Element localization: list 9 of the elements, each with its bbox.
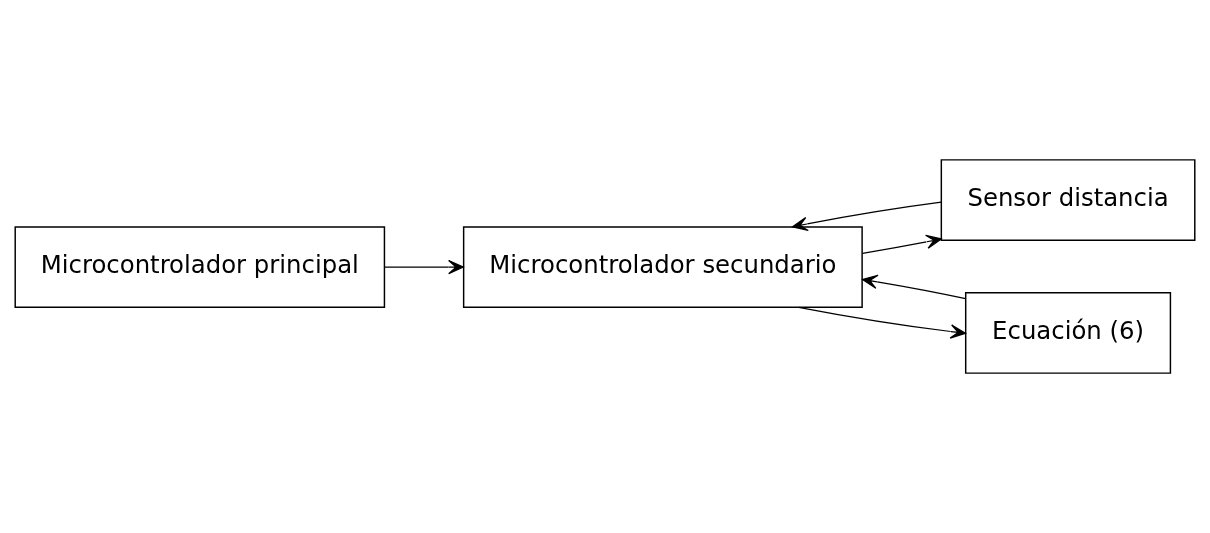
arrow <box>384 259 464 275</box>
arrow <box>861 234 942 254</box>
arrow <box>792 201 942 232</box>
arrow <box>861 274 967 300</box>
node-box: Microcontrolador secundario <box>462 226 863 309</box>
node-box: Microcontrolador principal <box>14 226 386 309</box>
node-box: Sensor distancia <box>940 159 1196 242</box>
arrow <box>798 306 967 339</box>
node-box: Ecuación (6) <box>964 291 1172 374</box>
